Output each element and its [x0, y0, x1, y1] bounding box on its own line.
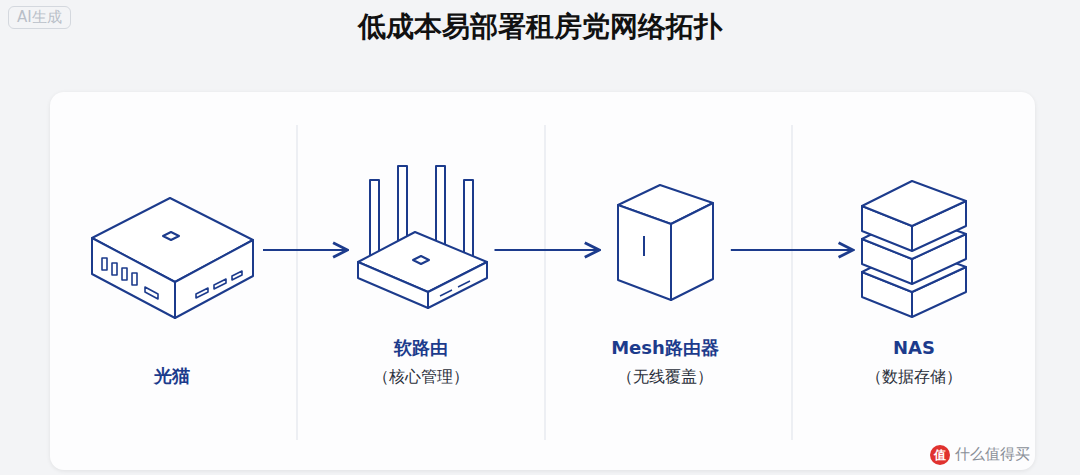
- device-name: NAS: [893, 336, 935, 360]
- device-role: （核心管理）: [373, 366, 469, 388]
- logo-badge: [930, 445, 950, 465]
- device-name: 光猫: [154, 364, 190, 388]
- device-name: Mesh路由器: [611, 336, 719, 360]
- column-dividers: [297, 125, 792, 440]
- flow-arrow: [495, 249, 600, 251]
- flow-arrow: [263, 249, 348, 251]
- diagram-title: 低成本易部署租房党网络拓扑: [0, 8, 1080, 46]
- device-role: （数据存储）: [866, 366, 962, 388]
- nas-icon: [862, 181, 966, 317]
- router-icon: [358, 166, 487, 308]
- device-name: 软路由: [394, 336, 448, 360]
- logo-glyph: 值: [933, 446, 947, 464]
- flow-arrow: [731, 249, 853, 251]
- device-node: NAS （数据存储）: [859, 175, 969, 400]
- watermark-brand: 什么值得买: [955, 445, 1030, 464]
- device-node: 软路由 （核心管理）: [354, 160, 489, 400]
- device-role: （无线覆盖）: [617, 366, 713, 388]
- modem-icon: [92, 198, 253, 318]
- device-node: Mesh路由器 （无线覆盖）: [605, 180, 725, 400]
- watermark-text: AI生成: [8, 6, 71, 29]
- device-node: 光猫: [87, 180, 257, 400]
- mesh-icon: [618, 185, 713, 300]
